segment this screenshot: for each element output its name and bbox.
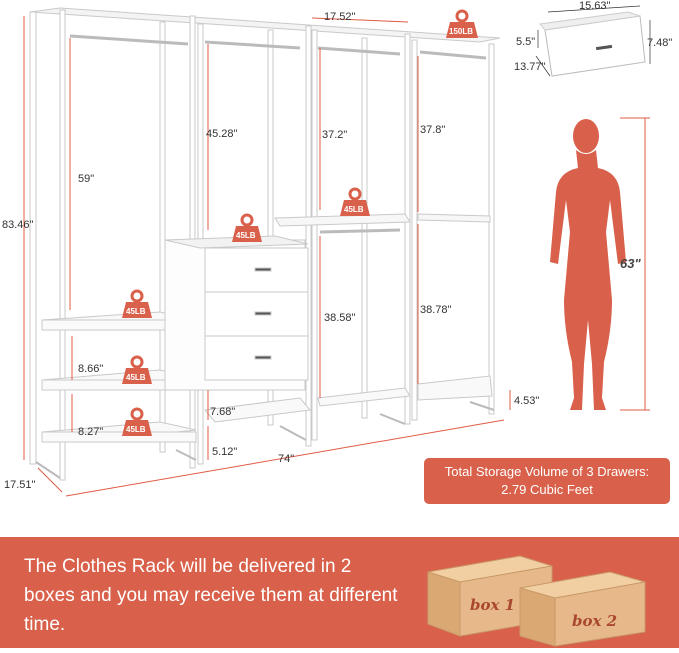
dimension-lines	[23, 16, 650, 497]
depth-label: 17.51"	[4, 479, 36, 491]
mid-hang-label: 45.28"	[206, 128, 238, 140]
svg-text:45LB: 45LB	[236, 231, 256, 240]
far-right-lower-hang-label: 38.78"	[420, 304, 452, 316]
right-lower-hang-label: 38.58"	[324, 312, 356, 324]
svg-text:box 1: box 1	[470, 596, 515, 614]
person-height-label: 63"	[620, 256, 641, 271]
section-width-label: 17.52"	[324, 11, 356, 23]
drawer-width-label: 15.63"	[579, 0, 611, 12]
svg-text:box 2: box 2	[572, 612, 617, 630]
svg-text:45LB: 45LB	[126, 307, 146, 316]
weight-badge-hanger: 45LB	[340, 187, 370, 216]
foot-height-label: 5.12"	[212, 446, 237, 458]
left-hang-label: 59"	[78, 173, 94, 185]
overall-width-label: 74"	[278, 453, 294, 465]
svg-text:45LB: 45LB	[126, 373, 146, 382]
overall-height-label: 83.46"	[2, 219, 34, 231]
drawer-depth-label: 13.77"	[514, 61, 546, 73]
drawer-inner-height-label: 5.5"	[516, 36, 535, 48]
weight-badge-shelf-2: 45LB	[122, 355, 152, 384]
leg-height-label: 4.53"	[514, 395, 539, 407]
storage-volume-callout: Total Storage Volume of 3 Drawers: 2.79 …	[424, 458, 670, 504]
weight-badge-shelf-1: 45LB	[122, 289, 152, 318]
svg-text:45LB: 45LB	[344, 205, 364, 214]
drawer-detail	[535, 5, 651, 77]
volume-line-1: Total Storage Volume of 3 Drawers:	[444, 464, 650, 479]
volume-line-2: 2.79 Cubic Feet	[501, 482, 593, 497]
weight-badge-shelf-3: 45LB	[122, 407, 152, 436]
wardrobe-frame	[29, 7, 501, 481]
far-right-upper-hang-label: 37.8"	[420, 124, 445, 136]
drawer-bottom-gap-label: 7.68"	[210, 406, 235, 418]
svg-text:45LB: 45LB	[126, 425, 146, 434]
shelf-gap-2-label: 8.27"	[78, 426, 103, 438]
person-silhouette	[550, 119, 626, 410]
shelf-gap-1-label: 8.66"	[78, 363, 103, 375]
weight-badge-top: 150LB	[446, 9, 478, 38]
right-upper-hang-label: 37.2"	[322, 129, 347, 141]
delivery-notice-text: The Clothes Rack will be delivered in 2 …	[24, 556, 398, 635]
shipping-box-2: box 2	[519, 571, 646, 647]
drawer-outer-height-label: 7.48"	[647, 37, 672, 49]
svg-text:150LB: 150LB	[449, 27, 473, 36]
weight-badge-drawer: 45LB	[232, 213, 262, 242]
